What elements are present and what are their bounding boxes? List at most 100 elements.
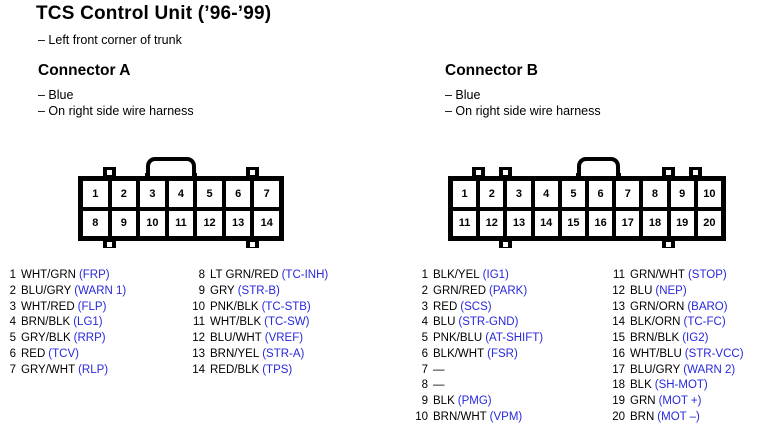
wire-color: PNK/BLU: [433, 332, 483, 344]
signal-name: (STR-A): [262, 347, 305, 360]
pin-number: 1: [9, 269, 16, 281]
pin-number: 7: [9, 363, 16, 376]
signal-name: (AT-SHIFT): [485, 332, 544, 344]
signal-name: (WARN 1): [74, 284, 127, 297]
wire-color: RED: [21, 347, 46, 360]
wire-color: PNK/BLK: [210, 300, 259, 313]
signal-name: (FRP): [78, 269, 110, 281]
wire-color: BRN/YEL: [210, 347, 260, 360]
pin-number: 11: [193, 316, 205, 329]
connector-a-title: Connector A: [38, 62, 131, 79]
connector-a-header: Connector A – Blue – On right side wire …: [38, 62, 194, 119]
signal-name: (RLP): [78, 363, 109, 376]
mount-tab-hole: [476, 170, 481, 175]
pin-number: 5: [421, 332, 428, 344]
pin-number: 12: [192, 332, 205, 344]
pin-cell: 13: [507, 210, 531, 236]
pin-number: 9: [198, 284, 205, 297]
wire-color: BLU/WHT: [210, 332, 262, 344]
wire-color: GRY/WHT: [21, 363, 76, 376]
wire-color: BLK: [630, 379, 652, 392]
pin-number: 16: [612, 347, 625, 360]
wire-color: BLU/GRY: [21, 284, 72, 297]
pin-cell: 8: [83, 210, 108, 236]
pin-cell: 6: [589, 181, 613, 207]
connector-latch: [576, 157, 621, 177]
wire-color: WHT/BLK: [210, 316, 262, 329]
pin-cell: 7: [254, 181, 279, 207]
wire-color: —: [433, 363, 445, 376]
mount-tab-hole: [503, 242, 508, 247]
wire-color: BLK/ORN: [630, 316, 681, 329]
signal-name: (IG1): [482, 269, 509, 281]
pin-cell: 7: [616, 181, 640, 207]
pin-cell: 2: [480, 181, 504, 207]
pin-cell: 1: [83, 181, 108, 207]
pin-number: 14: [612, 316, 625, 329]
pin-cell: 14: [254, 210, 279, 236]
pin-cell: 1: [453, 181, 477, 207]
signal-name: (VPM): [489, 410, 523, 423]
mount-tab-hole: [666, 170, 671, 175]
signal-name: (SH-MOT): [654, 379, 708, 392]
pin-number: 4: [421, 316, 428, 329]
connector-b-header: Connector B – Blue – On right side wire …: [445, 62, 601, 119]
pin-cell: 5: [561, 181, 585, 207]
pin-number: 5: [9, 332, 16, 344]
connector-a-color-note: – Blue: [38, 88, 74, 102]
pin-number: 1: [421, 269, 428, 281]
pin-cell: 14: [534, 210, 558, 236]
wire-color: RED: [433, 300, 458, 313]
pin-cell: 9: [111, 210, 137, 236]
mount-tab-hole: [107, 170, 112, 175]
connector-b-harness-note: – On right side wire harness: [445, 104, 601, 118]
wire-color: BRN/BLK: [630, 332, 680, 344]
pin-cell: 5: [197, 181, 222, 207]
pin-cell: 18: [643, 210, 667, 236]
wire-color: BRN/WHT: [433, 410, 487, 423]
pin-number: 15: [612, 332, 625, 344]
wire-color: GRN/ORN: [630, 300, 685, 313]
mount-tab-hole: [693, 170, 698, 175]
pin-number: 8: [198, 269, 205, 281]
pin-cell: 11: [453, 210, 477, 236]
signal-name: (TPS): [262, 363, 293, 376]
signal-name: (TC-SW): [264, 316, 310, 329]
connector-b-title: Connector B: [445, 62, 538, 79]
mount-tab-hole: [107, 242, 112, 247]
pin-cell: 20: [697, 210, 721, 236]
signal-name: (NEP): [655, 284, 687, 297]
pin-row: 9 BLK(PMG): [413, 394, 543, 410]
pin-number: 12: [612, 284, 625, 297]
pin-row: 11 WHT/BLK(TC-SW): [190, 315, 328, 331]
wire-color: WHT/GRN: [21, 269, 76, 281]
wire-color: BLK: [433, 395, 455, 407]
signal-name: (FSR): [487, 347, 518, 360]
pin-cell: 8: [643, 181, 667, 207]
pin-cell: 12: [197, 210, 222, 236]
wire-color: BLU: [433, 316, 456, 329]
wire-color: GRY: [210, 284, 235, 297]
connector-b-color-note: – Blue: [445, 88, 481, 102]
pin-number: 9: [421, 395, 428, 407]
signal-name: (PMG): [457, 395, 492, 407]
wire-color: GRN: [630, 395, 656, 407]
